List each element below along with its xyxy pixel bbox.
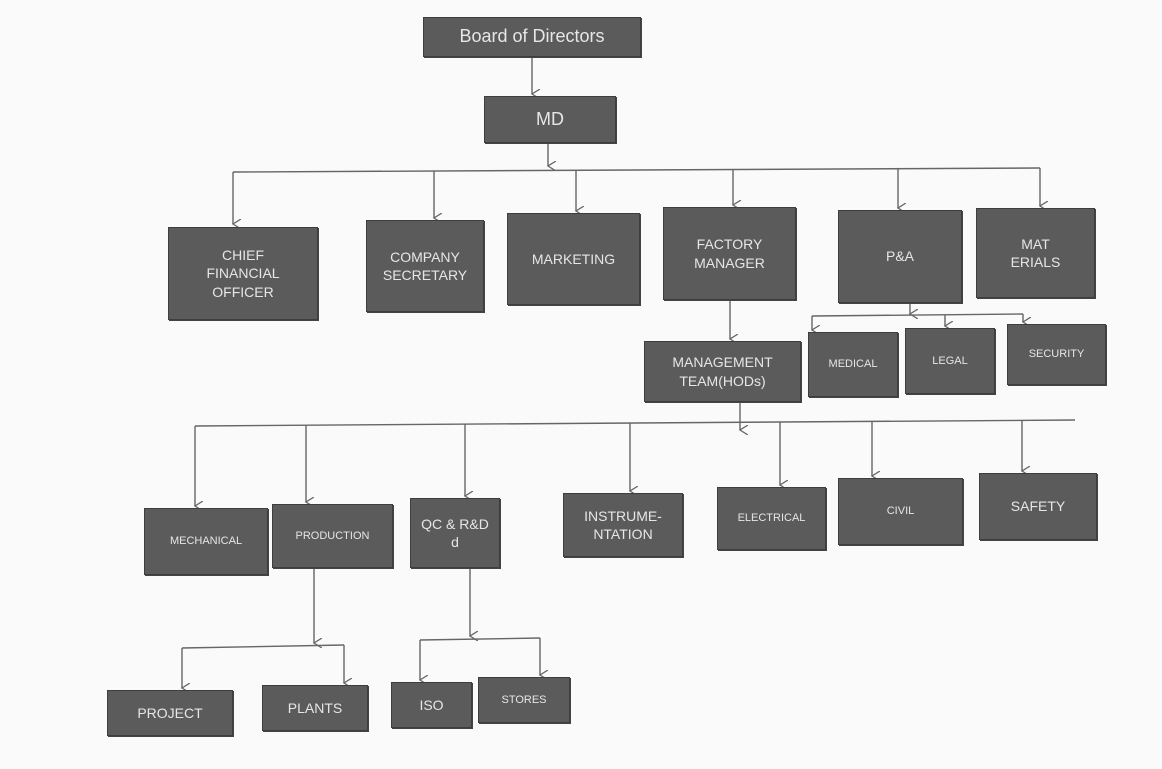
node-electrical: ELECTRICAL <box>717 487 826 550</box>
node-legal: LEGAL <box>905 328 995 394</box>
node-medical: MEDICAL <box>808 332 898 397</box>
node-qc-rnd: QC & R&D d <box>410 498 500 568</box>
node-factory-manager: FACTORY MANAGER <box>663 207 796 300</box>
node-instrumentation: INSTRUME- NTATION <box>563 493 683 557</box>
node-safety: SAFETY <box>979 473 1097 540</box>
node-md: MD <box>484 96 616 143</box>
node-plants: PLANTS <box>262 685 368 731</box>
node-chief-financial-officer: CHIEF FINANCIAL OFFICER <box>168 227 318 320</box>
node-iso: ISO <box>391 682 472 728</box>
node-stores: STORES <box>478 677 570 723</box>
node-p-and-a: P&A <box>838 210 962 303</box>
node-project: PROJECT <box>107 690 233 736</box>
node-marketing: MARKETING <box>507 213 640 305</box>
node-company-secretary: COMPANY SECRETARY <box>366 220 484 312</box>
node-materials: MAT ERIALS <box>976 208 1095 298</box>
node-production: PRODUCTION <box>272 504 393 568</box>
node-management-team: MANAGEMENT TEAM(HODs) <box>644 341 801 402</box>
node-civil: CIVIL <box>838 478 963 545</box>
node-board-of-directors: Board of Directors <box>423 17 641 57</box>
node-security: SECURITY <box>1007 324 1106 385</box>
node-mechanical: MECHANICAL <box>144 508 268 575</box>
